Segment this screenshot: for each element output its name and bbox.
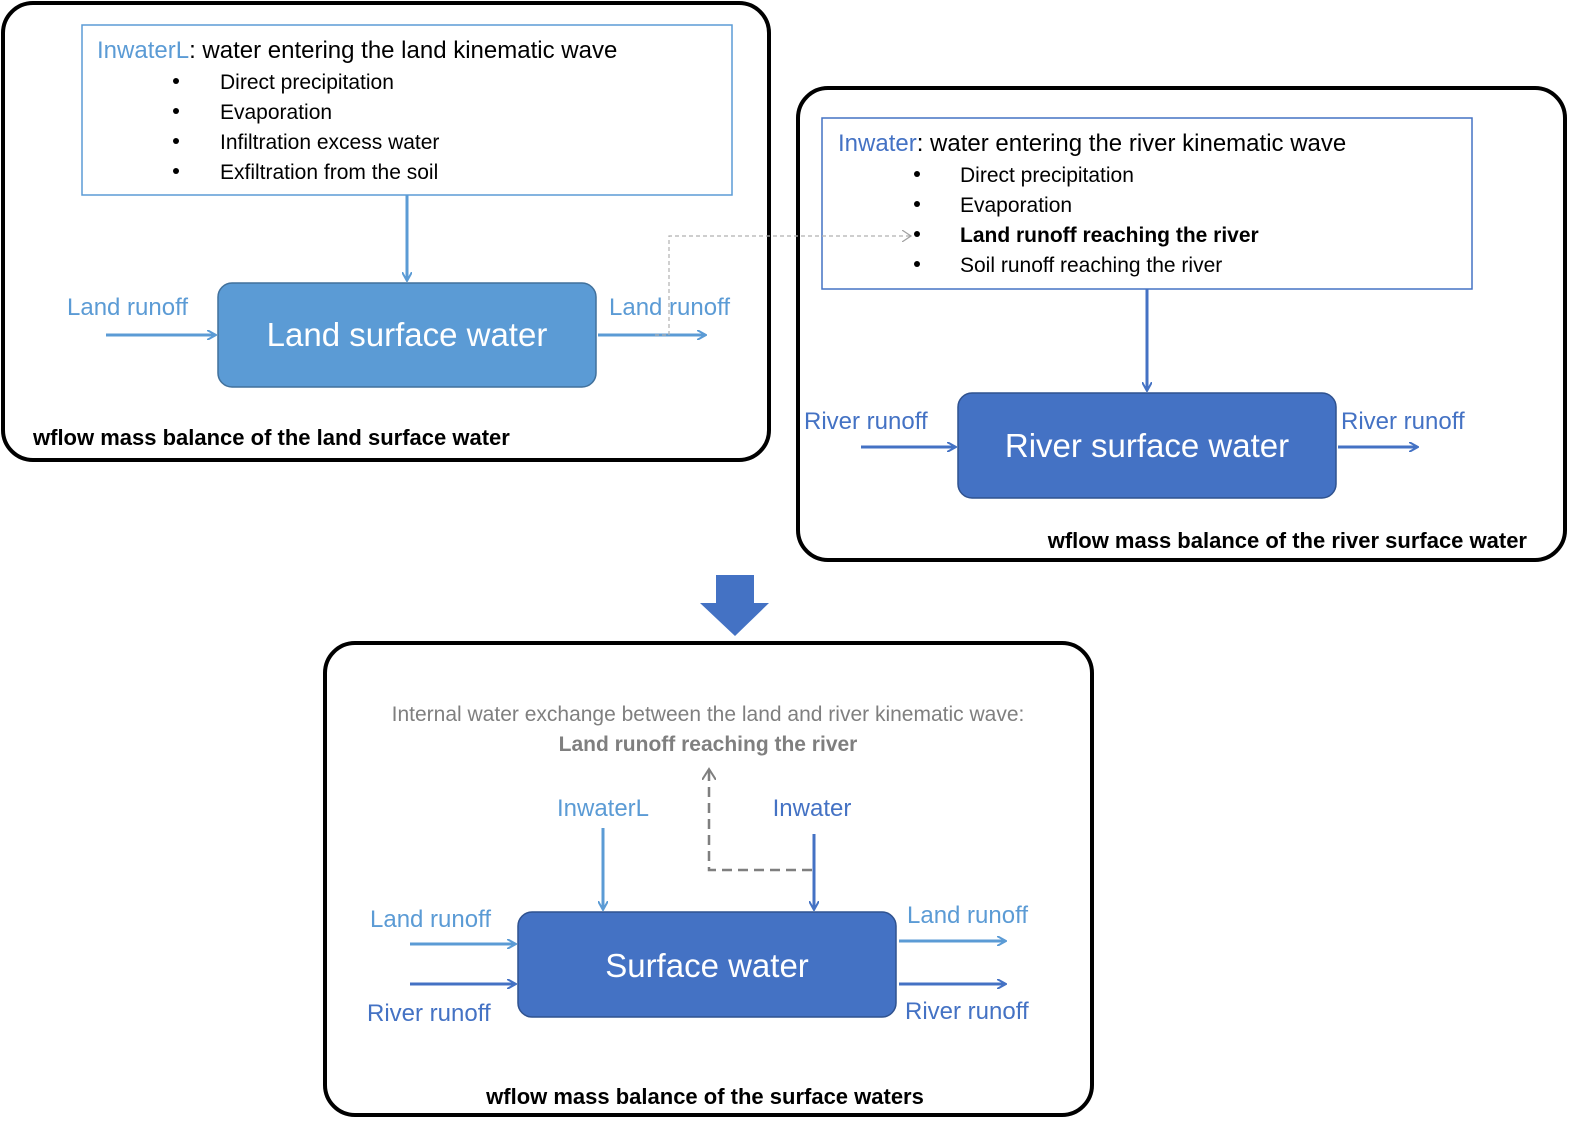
inwater-term: Inwater (838, 130, 917, 157)
bullet-dot (914, 171, 920, 177)
combined-panel-caption: wflow mass balance of the surface waters (485, 1084, 924, 1109)
land-bullet-3: Infiltration excess water (220, 131, 439, 154)
river-surface-water-label: River surface water (1005, 427, 1289, 464)
river-panel-caption: wflow mass balance of the river surface … (1047, 528, 1528, 553)
bullet-dot (914, 201, 920, 207)
river-bullet-1: Direct precipitation (960, 164, 1134, 187)
bullet-dot (914, 231, 920, 237)
river-input-description: : water entering the river kinematic wav… (917, 130, 1347, 157)
bullet-dot (173, 168, 179, 174)
internal-exchange-dashed-arrow (709, 770, 812, 872)
land-bullet-1: Direct precipitation (220, 71, 394, 94)
combined-land-runoff-in-label: Land runoff (370, 906, 491, 933)
land-input-box (81, 24, 733, 196)
combined-panel: Internal water exchange between the land… (323, 641, 1094, 1117)
land-panel-caption: wflow mass balance of the land surface w… (32, 425, 510, 450)
combine-down-arrow (700, 575, 769, 636)
river-input-box (821, 117, 1473, 290)
land-input-header: InwaterL: water entering the land kinema… (97, 37, 617, 64)
bullet-dot (914, 261, 920, 267)
land-surface-water-label: Land surface water (267, 316, 548, 353)
river-bullet-2: Evaporation (960, 194, 1072, 217)
combined-river-runoff-in-label: River runoff (367, 1000, 491, 1027)
inwaterl-term: InwaterL (97, 37, 189, 64)
surface-water-box (517, 911, 897, 1018)
land-bullet-2: Evaporation (220, 101, 332, 124)
river-panel: Inwater: water entering the river kinema… (796, 86, 1567, 562)
bullet-dot (173, 108, 179, 114)
land-runoff-out-label: Land runoff (609, 294, 730, 321)
inwater-label: Inwater (773, 795, 852, 822)
land-panel: InwaterL: water entering the land kinema… (1, 1, 771, 462)
combined-panel-frame (323, 641, 1094, 1117)
river-bullet-4: Soil runoff reaching the river (960, 254, 1222, 277)
land-runoff-in-label: Land runoff (67, 294, 188, 321)
land-surface-water-box (217, 282, 597, 388)
river-bullet-3: Land runoff reaching the river (960, 224, 1259, 247)
land-to-river-connector (655, 236, 910, 336)
exchange-note: Internal water exchange between the land… (392, 703, 1025, 726)
river-runoff-out-label: River runoff (1341, 408, 1465, 435)
combined-river-runoff-out-label: River runoff (905, 998, 1029, 1025)
bullet-dot (173, 138, 179, 144)
combined-land-runoff-out-label: Land runoff (907, 902, 1028, 929)
surface-water-label: Surface water (605, 947, 809, 984)
exchange-item: Land runoff reaching the river (559, 733, 858, 756)
inwaterl-label: InwaterL (557, 795, 649, 822)
land-bullet-4: Exfiltration from the soil (220, 161, 438, 184)
land-input-description: : water entering the land kinematic wave (189, 37, 617, 64)
bullet-dot (173, 78, 179, 84)
river-surface-water-box (957, 392, 1337, 499)
river-runoff-in-label: River runoff (804, 408, 928, 435)
river-input-header: Inwater: water entering the river kinema… (838, 130, 1346, 157)
